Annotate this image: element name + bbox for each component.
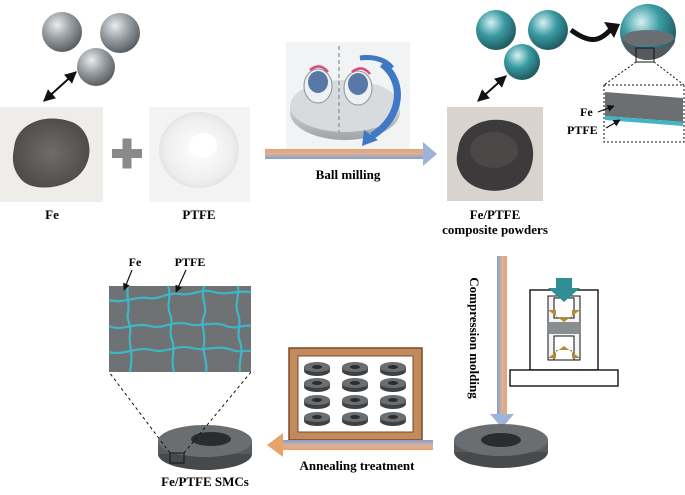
coated-sphere xyxy=(528,10,568,50)
furnace-ring xyxy=(342,395,368,409)
furnace-ring xyxy=(304,395,330,409)
furnace-ring xyxy=(380,412,406,426)
ball-mill-illustration xyxy=(286,42,410,157)
coated-sphere xyxy=(476,10,516,50)
fe-sphere xyxy=(77,48,115,86)
fe-sphere-group xyxy=(42,12,140,86)
ptfe-label: PTFE xyxy=(182,207,215,222)
furnace-ring xyxy=(380,378,406,392)
annealing-furnace xyxy=(289,348,422,440)
ball-milling-label: Ball milling xyxy=(316,167,381,182)
zoom-arrow xyxy=(571,28,612,40)
furnace-ring xyxy=(304,412,330,426)
fe-sphere-link-arrow xyxy=(44,72,76,101)
fe-powder-photo xyxy=(0,107,103,202)
furnace-ring xyxy=(304,362,330,376)
furnace-ring xyxy=(380,395,406,409)
furnace-ring xyxy=(342,412,368,426)
coating-inset xyxy=(604,85,684,142)
pressed-ring xyxy=(454,424,548,468)
press-die-illustration xyxy=(510,278,618,386)
compression-molding-arrow xyxy=(490,256,514,428)
composite-label-line2: composite powders xyxy=(442,222,548,237)
fe-sphere xyxy=(42,12,82,52)
coated-sphere xyxy=(504,44,540,80)
compression-molding-label: Compression molding xyxy=(467,277,482,399)
composite-label-line1: Fe/PTFE xyxy=(470,207,521,222)
inset-fe-label: Fe xyxy=(580,105,593,119)
micro-ptfe-label: PTFE xyxy=(175,255,206,269)
fe-label: Fe xyxy=(45,207,59,222)
micro-fe-label: Fe xyxy=(129,255,142,269)
sphere-cross-section xyxy=(620,4,676,62)
furnace-ring xyxy=(304,378,330,392)
plus-icon xyxy=(112,139,142,169)
final-smc-ring xyxy=(158,425,252,470)
annealing-treatment-label: Annealing treatment xyxy=(300,458,416,473)
coated-sphere-link-arrow xyxy=(478,76,506,101)
fe-sphere xyxy=(100,13,140,53)
final-product-label: Fe/PTFE SMCs xyxy=(161,474,249,489)
inset-ptfe-label: PTFE xyxy=(567,123,598,137)
furnace-ring xyxy=(380,362,406,376)
ptfe-powder-photo xyxy=(149,107,250,202)
furnace-ring xyxy=(342,378,368,392)
microstructure-view xyxy=(109,286,251,372)
composite-powder-photo xyxy=(447,107,543,201)
coated-sphere-group xyxy=(476,10,568,80)
furnace-ring xyxy=(342,362,368,376)
